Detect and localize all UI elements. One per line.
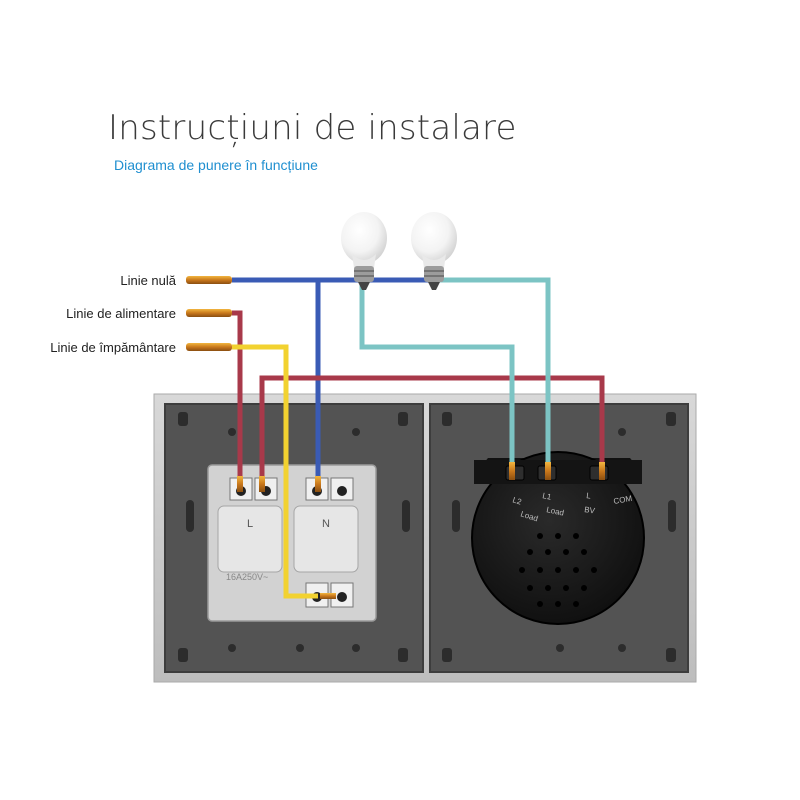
power-wire-bridge (259, 375, 605, 484)
speaker-holes (519, 533, 597, 607)
socket-terminal-n-label: N (322, 518, 330, 530)
switch-sublabel-bv: BV (584, 505, 596, 515)
neutral-line-label: Linie nulă (120, 273, 176, 288)
page-subtitle: Diagrama de punere în funcțiune (114, 157, 318, 173)
power-wire (232, 310, 243, 484)
right-plate-holes (442, 412, 676, 662)
lamp1-wire (359, 280, 515, 468)
wires (232, 277, 605, 599)
light-bulb-2 (411, 212, 457, 290)
switch-terminal-l-label: L (586, 491, 592, 501)
light-bulb-1 (341, 212, 387, 290)
page-title: Instrucțiuni de instalare (108, 108, 517, 148)
copper-stubs (186, 276, 605, 599)
touch-switch-module (471, 451, 645, 625)
switch-terminal-com-label: COM (613, 494, 633, 506)
switch-sublabel-load-2: Load (546, 505, 565, 518)
ground-line-label: Linie de împământare (50, 340, 176, 355)
left-plate-holes (178, 412, 410, 662)
socket-rating-label: 16A250V~ (226, 572, 268, 582)
socket-module (207, 464, 377, 622)
power-line-label: Linie de alimentare (66, 306, 176, 321)
socket-terminal-l-label: L (247, 518, 253, 530)
lamp2-wire (432, 277, 551, 468)
switch-terminal-l2-label: L2 (511, 495, 523, 506)
ground-wire (232, 344, 318, 599)
switch-terminal-l1-label: L1 (542, 491, 553, 502)
